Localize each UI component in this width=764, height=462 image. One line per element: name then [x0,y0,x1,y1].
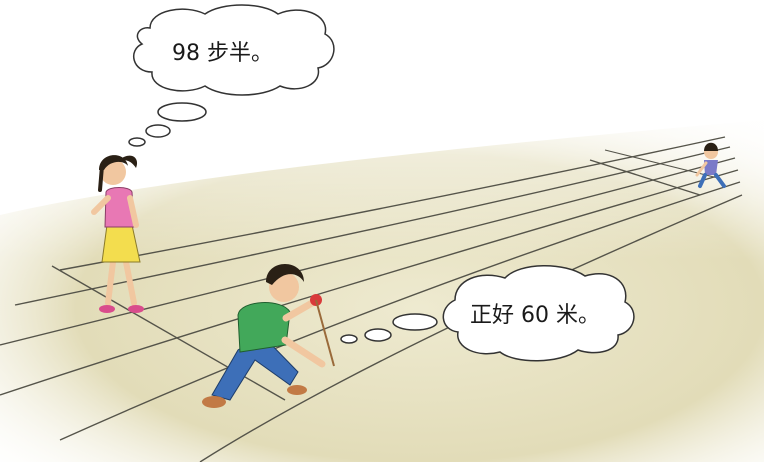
distant-runner [695,142,726,188]
lane-line-4 [0,169,739,396]
lane-line-6 [199,194,743,462]
start-line [51,265,286,401]
girl-figure [91,155,144,313]
girl-thought-bubble: 98 步半。 [128,4,335,147]
lane-line-5 [59,181,741,441]
lane-line-3 [0,157,736,346]
girl-bubble-text: 98 步半。 [172,41,273,66]
lane-line-1 [59,136,726,271]
boy-figure [202,264,335,408]
boy-thought-bubble: 正好 60 米。 [340,265,635,362]
boy-bubble-text: 正好 60 米。 [470,303,600,328]
finish-line [589,159,701,196]
